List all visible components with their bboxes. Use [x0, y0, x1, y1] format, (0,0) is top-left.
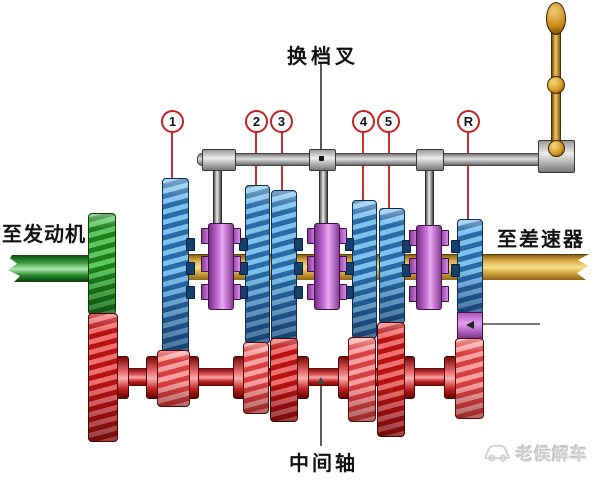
label-shift-fork: 换档叉	[287, 46, 359, 68]
callout-gear-3: 3	[270, 110, 293, 133]
watermark: 老侯解车	[483, 438, 593, 466]
counter-gear-2	[243, 342, 269, 414]
leader-line-r	[467, 131, 469, 220]
shift-fork-block-1	[202, 149, 236, 171]
leader-line-5	[388, 131, 390, 209]
watermark-text: 老侯解车	[516, 444, 588, 464]
lever-knob	[546, 2, 566, 35]
counter-drive-gear	[88, 313, 118, 442]
gear-2	[245, 185, 270, 344]
dog-teeth	[345, 238, 354, 251]
synchronizer-1-2	[208, 223, 234, 310]
reverse-idler-arrow-icon	[466, 321, 474, 329]
label-to-engine: 至发动机	[2, 224, 86, 246]
gear-1	[162, 178, 189, 354]
callout-gear-2: 2	[245, 110, 268, 133]
dog-teeth	[186, 286, 195, 299]
shift-fork-rod-1	[213, 168, 222, 230]
counter-shaft-arrow-icon	[317, 377, 325, 384]
shift-fork-rod-2	[319, 168, 328, 230]
shift-rail	[197, 153, 542, 166]
counter-gear-5	[377, 322, 405, 437]
shift-fork-pivot-dot	[319, 156, 324, 161]
car-icon	[484, 445, 510, 462]
leader-line-1	[171, 131, 173, 179]
callout-gear-r: R	[457, 110, 480, 133]
dog-teeth	[186, 238, 195, 251]
input-gear	[88, 213, 116, 315]
gear-r	[457, 219, 483, 314]
shift-fork-rod-3	[425, 168, 434, 230]
label-counter-shaft: 中间轴	[289, 453, 358, 475]
dog-teeth	[294, 262, 303, 275]
leader-line-4	[362, 131, 364, 201]
counter-gear-1	[157, 350, 190, 407]
counter-gear-r	[455, 338, 484, 419]
dog-teeth	[294, 238, 303, 251]
dog-teeth	[294, 286, 303, 299]
shift-fork-block-3	[416, 149, 444, 171]
dog-teeth	[239, 238, 248, 251]
dog-teeth	[186, 262, 195, 275]
synchronizer-3-4	[314, 223, 340, 310]
gear-4	[352, 200, 377, 339]
callout-gear-1: 1	[161, 110, 184, 133]
counter-gear-3	[270, 338, 298, 422]
synchronizer-5-r	[416, 225, 442, 310]
input-shaft	[8, 255, 90, 282]
shift-fork-pointer-line	[320, 63, 322, 153]
dog-teeth	[451, 240, 460, 253]
dog-teeth	[402, 240, 411, 253]
dog-teeth	[451, 264, 460, 277]
callout-gear-4: 4	[352, 110, 375, 133]
label-to-differential: 至差速器	[497, 229, 585, 251]
callout-gear-5: 5	[377, 110, 400, 133]
lever-base-ball	[548, 140, 565, 157]
reverse-idler-pointer-line	[476, 323, 540, 325]
lever-mid-ball	[547, 76, 565, 94]
counter-gear-4	[348, 337, 376, 422]
counter-shaft-pointer-line	[320, 384, 322, 446]
